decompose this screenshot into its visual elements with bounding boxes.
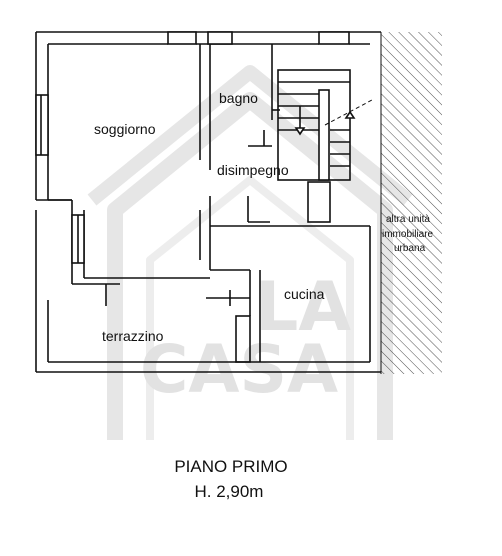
caption-height: H. 2,90m — [195, 482, 264, 501]
room-label-bagno: bagno — [219, 90, 258, 106]
room-label-soggiorno: soggiorno — [94, 121, 156, 137]
room-label-disimpegno: disimpegno — [217, 162, 289, 178]
watermark-line2: CASA — [140, 331, 338, 408]
neighbor-label-line3: urbana — [394, 243, 426, 254]
caption-floor: PIANO PRIMO — [174, 457, 287, 476]
neighbor-label-line2: immobiliare — [382, 229, 434, 240]
room-label-cucina: cucina — [284, 286, 325, 302]
watermark-line1: LA — [255, 268, 351, 347]
neighbor-label-line1: altra unità — [386, 214, 430, 225]
walls — [35, 31, 381, 373]
room-label-terrazzino: terrazzino — [102, 328, 164, 344]
neighbor-hatch — [381, 32, 442, 374]
